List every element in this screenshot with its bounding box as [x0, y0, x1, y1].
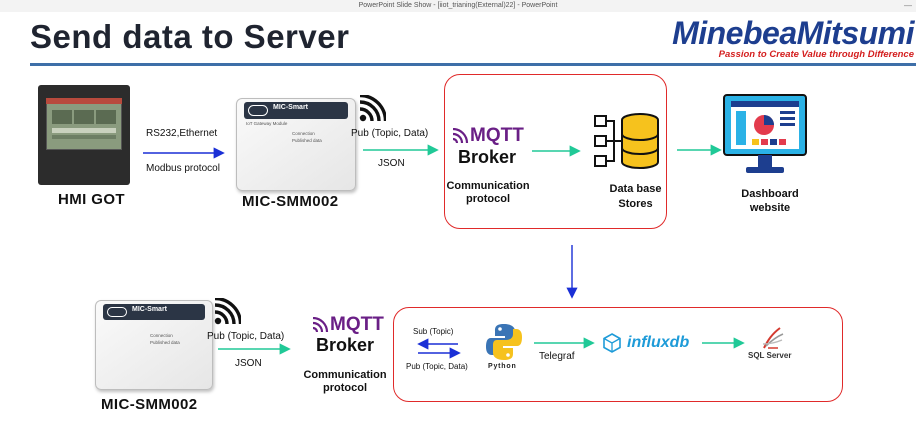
gateway-led1: Connection [292, 131, 315, 136]
pub-label: Pub (Topic, Data) [351, 128, 429, 139]
db-label-1: Data base [609, 183, 662, 195]
minimize-button[interactable]: — [904, 1, 912, 10]
python-label: Python [488, 363, 517, 370]
broker-db-box [444, 74, 667, 229]
wireless-signal-icon-2 [213, 296, 243, 331]
hmi-gauges-icon [52, 110, 116, 139]
python-logo-icon [484, 322, 524, 367]
logo-name: MinebeaMitsumi [672, 15, 914, 51]
json-label-2: JSON [235, 358, 262, 369]
wireless-signal-icon [358, 93, 388, 128]
gateway-logo-oval-2 [107, 307, 127, 317]
gateway-screen-title: MIC-Smart [273, 104, 309, 111]
gateway-logo-oval [248, 105, 268, 116]
json-label: JSON [378, 158, 405, 169]
mqtt-logo: MQTT [452, 125, 524, 147]
broker-label-2: Broker [316, 335, 375, 355]
link1-label-top: RS232,Ethernet [146, 128, 218, 139]
influxdb-cube-icon [603, 333, 621, 353]
gateway-screen-sub: IoT Gateway Module [246, 121, 288, 126]
gateway-header-strip-2 [103, 304, 205, 320]
gateway-label: MIC-SMM002 [242, 193, 339, 210]
sql-server-label: SQL Server [748, 351, 792, 360]
window-title: PowerPoint Slide Show - [iiot_trianing(E… [0, 0, 916, 12]
mqtt-label-2: MQTT [330, 314, 384, 335]
mqtt-label: MQTT [470, 125, 524, 146]
pub-label-3: Pub (Topic, Data) [406, 362, 468, 371]
hmi-screen-widgets [52, 110, 116, 140]
gateway-screen-title-2: MIC-Smart [132, 306, 168, 313]
title-divider [30, 63, 916, 66]
link1-label-bottom: Modbus protocol [146, 163, 220, 174]
pub-label-2: Pub (Topic, Data) [207, 331, 285, 342]
sub-label: Sub (Topic) [413, 327, 454, 336]
mqtt-signal-icon-2 [312, 317, 329, 333]
dashboard-label-1: Dashboard [741, 188, 799, 200]
logo-tagline: Passion to Create Value through Differen… [718, 49, 914, 60]
dashboard-monitor-icon [722, 93, 808, 182]
database-icon [594, 112, 664, 175]
telegraf-label: Telegraf [539, 351, 575, 362]
gateway-header-strip [244, 102, 348, 119]
comm-label-bottom-1: Communication [303, 369, 387, 381]
company-logo: MinebeaMitsumi Passion to Create Value t… [672, 16, 914, 60]
mqtt-signal-icon [452, 128, 469, 144]
db-label-2: Stores [618, 198, 653, 210]
hmi-screen-header [46, 98, 122, 104]
gateway-led2-2: Published data [150, 340, 180, 345]
broker-label: Broker [458, 147, 517, 167]
processing-pipeline-box [393, 307, 843, 402]
dashboard-label-2: website [749, 202, 791, 214]
gateway-label-2: MIC-SMM002 [101, 396, 198, 413]
hmi-label: HMI GOT [58, 191, 125, 208]
influxdb-logo: influxdb [602, 333, 689, 353]
comm-label-2: protocol [466, 193, 510, 205]
influxdb-label: influxdb [627, 334, 690, 351]
slide-title: Send data to Server [30, 18, 350, 55]
mqtt-logo-2: MQTT [312, 314, 384, 336]
sql-server-icon [760, 326, 786, 355]
comm-label-1: Communication [446, 180, 530, 192]
comm-label-bottom-2: protocol [323, 382, 367, 394]
gateway-led2: Published data [292, 138, 322, 143]
gateway-led1-2: Connection [150, 333, 173, 338]
